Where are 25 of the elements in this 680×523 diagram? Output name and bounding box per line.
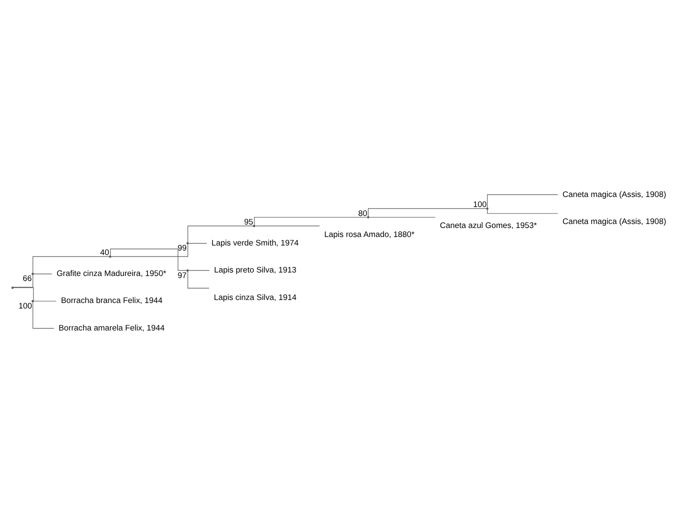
connector [110,244,188,257]
connector [368,216,436,218]
connector [12,274,34,288]
connector [33,300,57,302]
connector [110,248,187,271]
connector [13,287,34,301]
node-point [486,207,488,210]
node-point [109,255,112,258]
connector [487,209,558,214]
connector [188,226,254,243]
node-point [32,272,34,276]
connector [32,256,110,274]
connector [188,243,208,244]
node-point [367,216,370,218]
node-point [186,242,189,244]
connector [188,270,210,271]
node-point [32,300,34,302]
connector [368,208,487,216]
node-point [252,224,256,228]
connector [487,194,558,208]
node-point [186,269,189,272]
node-point [11,286,14,289]
connector [188,271,210,288]
connector [254,216,368,226]
connector [32,302,54,329]
